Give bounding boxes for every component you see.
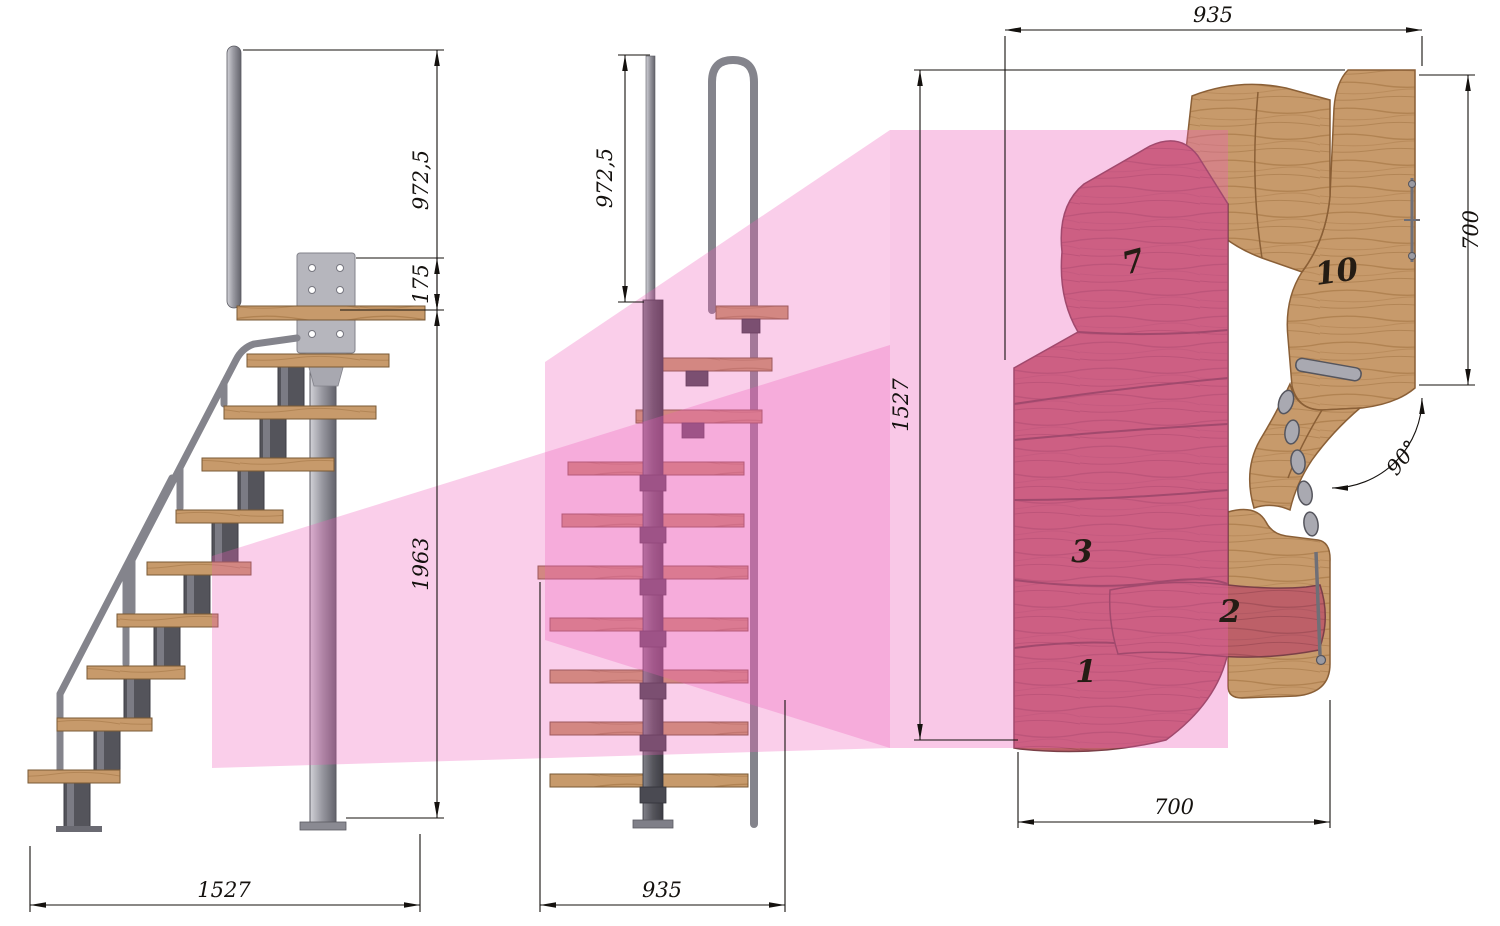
dim-side-total-height: 1963	[409, 537, 433, 590]
side-upper-rail-post	[226, 45, 242, 309]
side-view	[27, 45, 426, 832]
dimension-lines	[29, 27, 1475, 912]
plan-handrail-hardware	[1277, 357, 1362, 666]
front-handrail-loop	[708, 55, 758, 828]
plan-step-labels: 7 10 3 2 1	[1071, 242, 1361, 690]
step-label-2: 2	[1218, 594, 1241, 630]
dim-plan-length-left: 1527	[889, 378, 913, 432]
front-step-brackets	[639, 318, 761, 804]
dim-front-width: 935	[642, 878, 682, 902]
dim-side-width: 1527	[197, 878, 251, 902]
dim-plan-depth-right: 700	[1459, 210, 1483, 250]
plan-fan-divider-top	[1254, 91, 1263, 259]
front-top-post	[645, 55, 656, 307]
dim-plan-width-top: 935	[1193, 3, 1233, 27]
dim-plan-width-bottom: 700	[1154, 795, 1194, 819]
projection-side-to-front	[212, 345, 890, 768]
plan-red-step-dividers	[1013, 329, 1229, 651]
side-treads	[27, 305, 426, 784]
projection-overlays	[212, 130, 1228, 768]
step-label-3: 3	[1071, 534, 1093, 570]
front-post-foot	[632, 819, 674, 829]
plan-wall-bracket	[1404, 178, 1420, 262]
projection-plan-area	[890, 130, 1228, 748]
step-label-1: 1	[1075, 654, 1097, 690]
front-view	[537, 55, 789, 829]
plan-fan-divider-mid	[1287, 409, 1323, 479]
step-label-10: 10	[1313, 251, 1361, 293]
dim-side-upper-height: 972,5	[409, 150, 433, 210]
dim-side-platform: 175	[409, 264, 433, 304]
dim-front-upper-height: 972,5	[593, 148, 617, 208]
side-post-foot	[299, 821, 347, 831]
projection-front-to-plan	[545, 130, 890, 748]
